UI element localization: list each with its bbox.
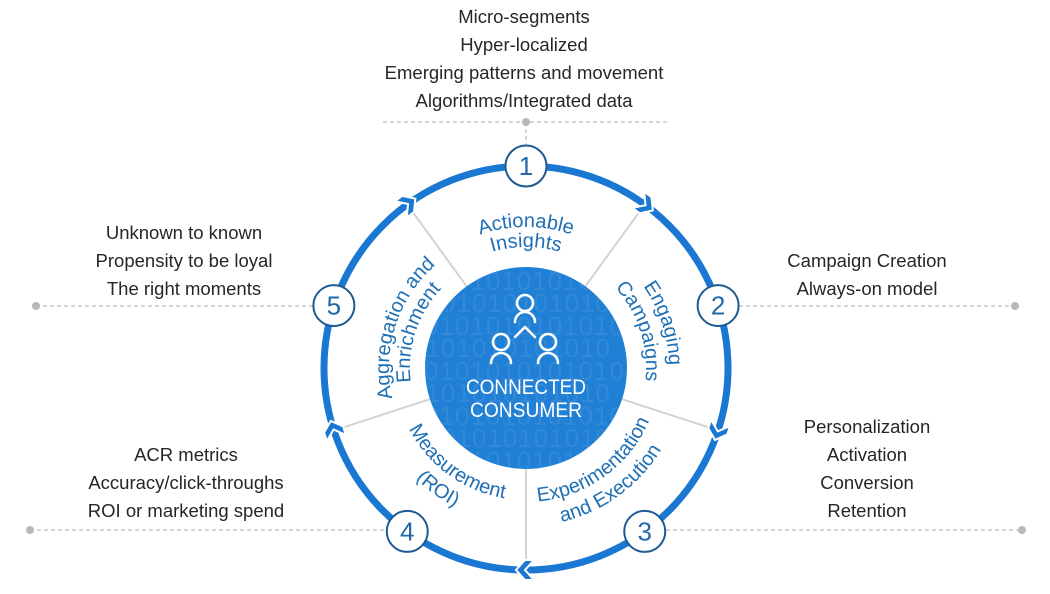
stage-1-label-line-2: Insights — [488, 230, 565, 257]
badge-circle — [312, 284, 356, 328]
stage-1-label-text: Insights — [488, 230, 565, 257]
person-body-top — [513, 310, 537, 324]
stage-badges: 1 2 3 4 5 — [312, 144, 740, 553]
stage-5-details: Unknown to known Propensity to be loyal … — [96, 222, 273, 299]
chevron-right-icon — [707, 417, 732, 442]
badge-number: 1 — [519, 151, 533, 181]
stage-3-detail: Conversion — [820, 472, 914, 493]
stage-2-detail: Always-on model — [797, 278, 938, 299]
stage-4-badge: 4 — [385, 509, 429, 553]
stage-3-badge: 3 — [623, 509, 667, 553]
stage-5-badge: 5 — [312, 284, 356, 328]
person-body-right — [536, 351, 560, 365]
stage-5-detail: The right moments — [107, 278, 261, 299]
center-hub: 0101010101010 0101010101010 010101010101… — [410, 267, 627, 469]
leader-dot-stage-1 — [522, 118, 530, 126]
sector-divider — [336, 398, 431, 431]
leader-dot-stage-2 — [1011, 302, 1019, 310]
chevron-right-icon — [322, 419, 348, 444]
person-head-left — [491, 332, 511, 352]
sector-divider — [584, 206, 644, 287]
stage-1-detail: Micro-segments — [458, 6, 590, 27]
sector-divider — [408, 206, 468, 287]
badge-circle — [696, 284, 740, 328]
badge-number: 5 — [327, 291, 341, 321]
network-connector — [513, 325, 537, 339]
person-head-right — [538, 332, 558, 352]
badge-circle — [504, 144, 548, 188]
binary-pattern: 0101010101010 0101010101010 010101010101… — [410, 267, 625, 469]
chevron-right-icon — [514, 559, 537, 581]
chevron-right-icon — [392, 194, 417, 220]
binary-pattern-row: 0101010101010 — [424, 401, 625, 431]
stage-3-details: Personalization Activation Conversion Re… — [804, 416, 931, 521]
person-body-left — [489, 351, 513, 365]
badge-circle — [623, 509, 667, 553]
stage-1-detail: Emerging patterns and movement — [385, 62, 664, 83]
stage-4-details: ACR metrics Accuracy/click-throughs ROI … — [88, 444, 284, 521]
stage-1-details: Micro-segments Hyper-localized Emerging … — [385, 6, 664, 111]
sector-dividers — [336, 206, 716, 567]
binary-pattern-row: 0101010101010 — [424, 356, 625, 386]
stage-2-badge: 2 — [696, 284, 740, 328]
stage-5-detail: Propensity to be loyal — [96, 250, 273, 271]
stage-3-detail: Personalization — [804, 416, 931, 437]
leader-lines — [26, 118, 1026, 534]
stage-2-details: Campaign Creation Always-on model — [787, 250, 946, 299]
badge-circle — [385, 509, 429, 553]
leader-dot-stage-5 — [32, 302, 40, 310]
leader-dot-stage-3 — [1018, 526, 1026, 534]
stage-1-detail: Hyper-localized — [460, 34, 588, 55]
chevron-right-icon — [629, 189, 654, 215]
stage-1-detail: Algorithms/Integrated data — [416, 90, 634, 111]
stage-3-detail: Retention — [827, 500, 906, 521]
stage-2-detail: Campaign Creation — [787, 250, 946, 271]
center-title-line-1: CONNECTED — [466, 376, 586, 399]
stage-4-detail: ACR metrics — [134, 444, 238, 465]
stage-1-badge: 1 — [504, 144, 548, 188]
badge-number: 3 — [637, 516, 651, 546]
cycle-arrows — [322, 189, 732, 581]
people-network-icon — [489, 293, 560, 365]
stage-3-detail: Activation — [827, 444, 907, 465]
center-circle — [425, 267, 627, 469]
stage-4-detail: Accuracy/click-throughs — [88, 472, 283, 493]
binary-pattern-row: 0101010101010 — [410, 378, 611, 408]
binary-pattern-row: 0101010101010 — [410, 333, 611, 363]
badge-number: 2 — [711, 291, 725, 321]
center-title-line-2: CONSUMER — [470, 399, 582, 422]
leader-dot-stage-4 — [26, 526, 34, 534]
sector-divider — [621, 398, 716, 431]
badge-number: 4 — [400, 516, 414, 546]
stage-4-detail: ROI or marketing spend — [88, 500, 284, 521]
stage-5-detail: Unknown to known — [106, 222, 262, 243]
